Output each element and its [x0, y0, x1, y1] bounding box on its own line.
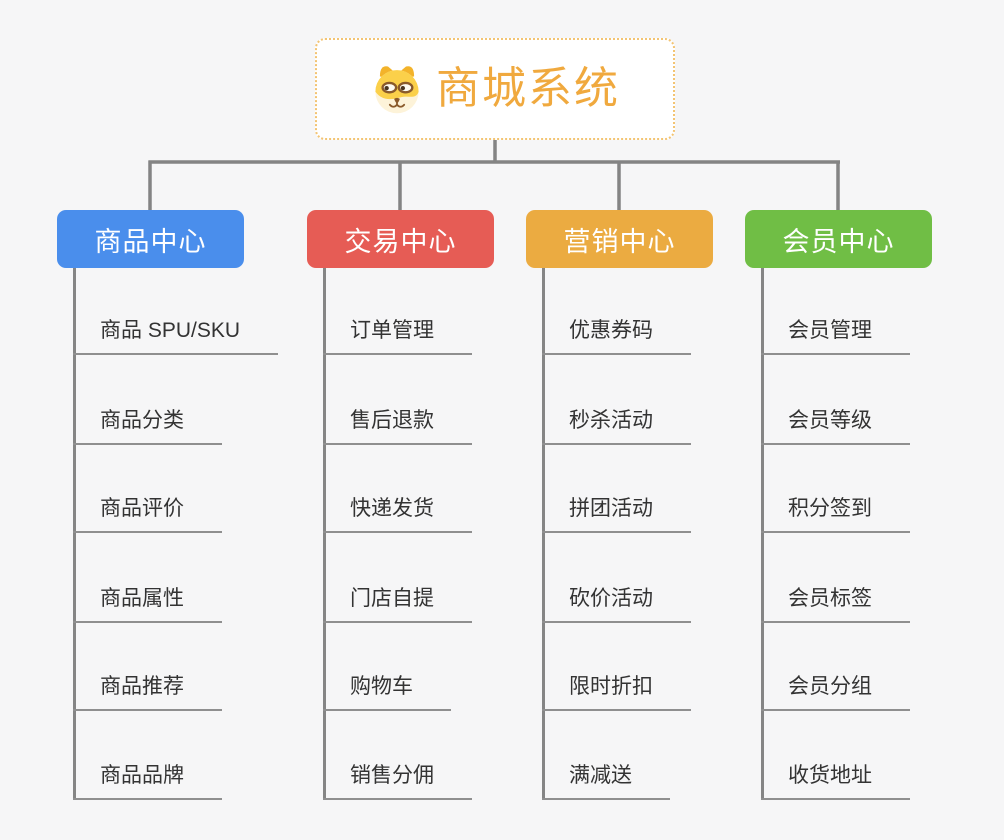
- root-node[interactable]: 商城系统: [315, 38, 675, 140]
- branch-header-4[interactable]: 会员中心: [745, 210, 932, 268]
- child-node[interactable]: 满减送: [542, 763, 670, 800]
- branch-trunk-line: [761, 268, 764, 800]
- branch-trunk-line: [323, 268, 326, 800]
- child-node[interactable]: 优惠券码: [542, 318, 691, 355]
- child-node[interactable]: 秒杀活动: [542, 408, 691, 445]
- child-node[interactable]: 会员等级: [761, 408, 910, 445]
- child-node[interactable]: 售后退款: [323, 408, 472, 445]
- dog-face-icon: [375, 66, 419, 114]
- branch-header-1[interactable]: 商品中心: [57, 210, 244, 268]
- child-node[interactable]: 订单管理: [323, 318, 472, 355]
- child-node[interactable]: 会员标签: [761, 586, 910, 623]
- child-node[interactable]: 砍价活动: [542, 586, 691, 623]
- child-node[interactable]: 拼团活动: [542, 496, 691, 533]
- child-node[interactable]: 商品 SPU/SKU: [73, 318, 279, 355]
- child-node[interactable]: 商品推荐: [73, 674, 222, 711]
- child-node[interactable]: 销售分佣: [323, 763, 472, 800]
- child-node[interactable]: 积分签到: [761, 496, 910, 533]
- child-node[interactable]: 会员管理: [761, 318, 910, 355]
- child-node[interactable]: 限时折扣: [542, 674, 691, 711]
- child-node[interactable]: 商品分类: [73, 408, 222, 445]
- child-node[interactable]: 门店自提: [323, 586, 472, 623]
- child-node[interactable]: 商品评价: [73, 496, 222, 533]
- child-node[interactable]: 商品品牌: [73, 763, 222, 800]
- branch-header-3[interactable]: 营销中心: [526, 210, 713, 268]
- root-title: 商城系统: [436, 64, 620, 113]
- branch-header-2[interactable]: 交易中心: [307, 210, 494, 268]
- child-node[interactable]: 购物车: [323, 674, 451, 711]
- branch-trunk-line: [73, 268, 76, 800]
- child-node[interactable]: 商品属性: [73, 586, 222, 623]
- child-node[interactable]: 快递发货: [323, 496, 472, 533]
- branch-trunk-line: [542, 268, 545, 800]
- child-node[interactable]: 会员分组: [761, 674, 910, 711]
- child-node[interactable]: 收货地址: [761, 763, 910, 800]
